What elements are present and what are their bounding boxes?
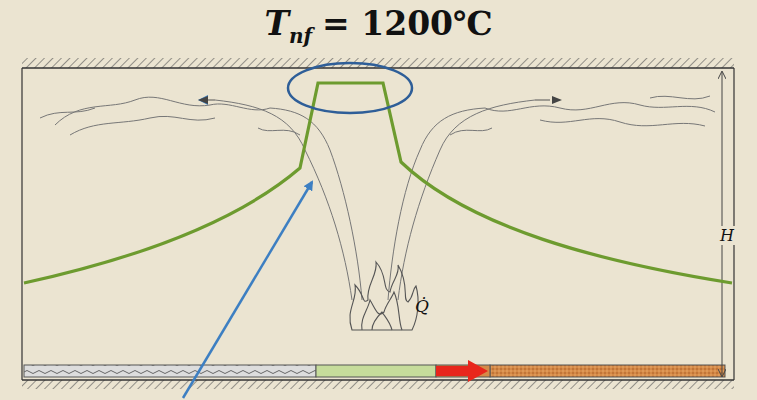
title-symbol: T <box>264 4 289 43</box>
highlight-ellipse <box>288 63 412 113</box>
pointer-arrow <box>183 182 312 398</box>
unburnt-floor <box>490 365 725 377</box>
burnt-floor-texture <box>24 365 316 377</box>
burnt-floor <box>24 365 316 377</box>
burning-floor <box>316 365 436 377</box>
floor-line <box>22 379 734 381</box>
fire-flame <box>350 262 418 330</box>
floor-hatch <box>22 380 734 389</box>
ceiling-line <box>22 67 734 69</box>
height-label: H <box>719 226 735 245</box>
heat-release-symbol: Q̇ <box>414 296 430 316</box>
title-row: Tnf = 1200℃ <box>0 4 757 48</box>
tunnel-wall <box>733 68 734 380</box>
temperature-profile <box>24 83 732 283</box>
title-value: = 1200℃ <box>322 4 493 43</box>
height-dimension <box>722 72 723 376</box>
tunnel-wall <box>21 68 22 380</box>
title-subscript: nf <box>289 24 312 48</box>
spread-arrow <box>436 360 488 382</box>
smoke-flow <box>40 96 715 300</box>
